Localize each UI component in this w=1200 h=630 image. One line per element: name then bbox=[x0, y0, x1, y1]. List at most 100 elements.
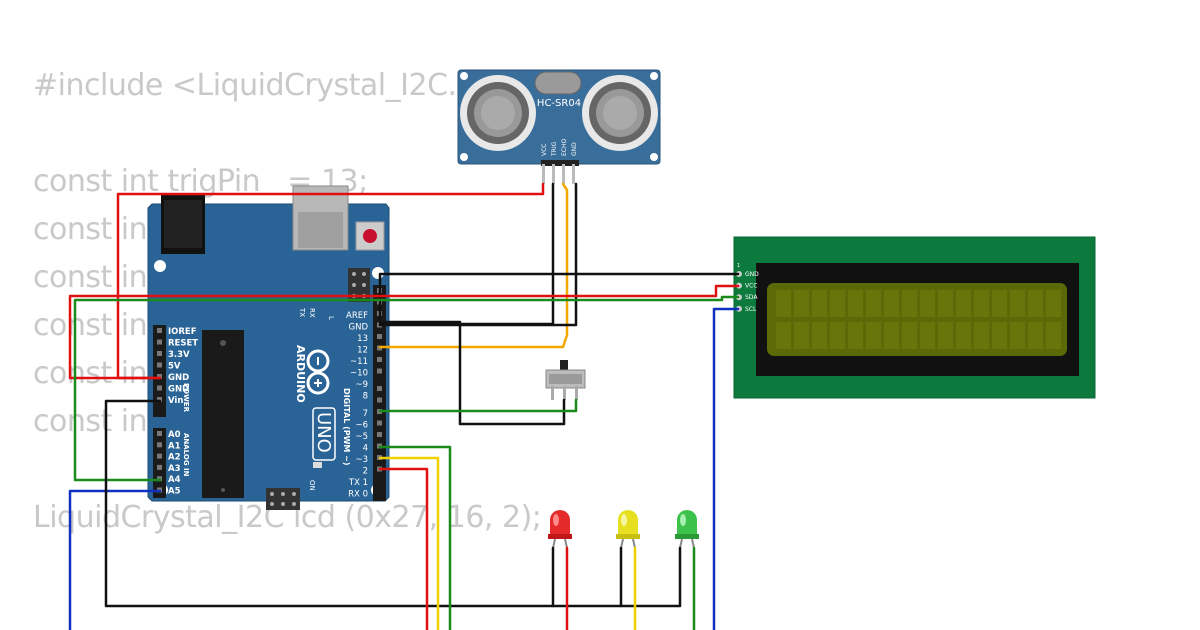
analog-pin-socket[interactable] bbox=[157, 442, 162, 448]
analog-pin-socket[interactable] bbox=[157, 431, 162, 436]
sensor-pin-trig: TRIG bbox=[551, 141, 558, 157]
lcd-char-cell bbox=[812, 322, 827, 349]
code-line-6: const in bbox=[33, 356, 148, 391]
reset-button[interactable] bbox=[363, 229, 377, 243]
digital-pin-label: ~11 bbox=[350, 357, 368, 367]
power-pin-label: IOREF bbox=[168, 327, 197, 337]
digital-pin-socket[interactable] bbox=[377, 357, 382, 362]
power-pin-label: GND bbox=[168, 373, 189, 383]
power-pin-label: Vin bbox=[168, 396, 183, 406]
lcd-char-cell bbox=[956, 322, 971, 349]
led-yellow[interactable] bbox=[616, 510, 640, 549]
power-pin-socket[interactable] bbox=[157, 362, 162, 368]
lcd-char-cell bbox=[884, 322, 899, 349]
digital-pin-label: AREF bbox=[346, 311, 368, 321]
digital-pin-label: 4 bbox=[363, 444, 368, 454]
code-line-5: const in bbox=[33, 308, 148, 343]
power-pin-socket[interactable] bbox=[157, 385, 162, 391]
code-line-8: LiquidCrystal_I2C lcd (0x27, 16, 2); bbox=[33, 500, 542, 535]
digital-pin-socket[interactable] bbox=[377, 386, 382, 391]
wire-switch-pin7[interactable] bbox=[378, 398, 578, 413]
wire-led-ground-green[interactable] bbox=[619, 546, 682, 608]
analog-pin-socket[interactable] bbox=[157, 464, 162, 470]
digital-pin-label: 12 bbox=[357, 346, 368, 356]
digital-pin-socket[interactable] bbox=[377, 420, 382, 426]
code-line-4: const in bbox=[33, 260, 148, 295]
wire-lcd-sda[interactable] bbox=[73, 295, 740, 482]
digital-pin-label: ~5 bbox=[355, 432, 368, 442]
wire-lcd-scl[interactable] bbox=[712, 307, 740, 630]
power-pin-socket[interactable] bbox=[157, 328, 162, 333]
digital-pin-socket[interactable] bbox=[377, 368, 382, 374]
digital-pin-label: ~3 bbox=[355, 455, 368, 465]
lcd-char-cell bbox=[1028, 290, 1043, 317]
analog-pin-socket[interactable] bbox=[157, 453, 162, 459]
slide-switch[interactable] bbox=[545, 360, 586, 400]
digital-pin-label: RX 0 bbox=[348, 490, 368, 500]
power-pin-label: RESET bbox=[168, 339, 198, 349]
wire-lcd-vcc[interactable] bbox=[68, 284, 740, 380]
lcd-char-cell bbox=[1010, 322, 1025, 349]
lcd-char-cell bbox=[830, 290, 845, 317]
analog-pin-label: A1 bbox=[168, 441, 181, 451]
power-pin-label: 5V bbox=[168, 362, 181, 372]
lcd-char-cell bbox=[902, 290, 917, 317]
digital-pin-socket[interactable] bbox=[377, 334, 382, 339]
power-pin-label: GND bbox=[168, 385, 189, 395]
lcd-char-cell bbox=[1046, 290, 1061, 317]
l-led-label: L bbox=[327, 316, 335, 320]
analog-section-label: ANALOG IN bbox=[182, 433, 190, 477]
arduino-uno-board[interactable]: ARDUINO UNO ON TX RX L POWER ANALOG IN D… bbox=[147, 185, 390, 510]
analog-pin-socket[interactable] bbox=[157, 476, 162, 482]
power-pin-socket[interactable] bbox=[157, 339, 162, 345]
lcd-char-cell bbox=[938, 290, 953, 317]
power-pin-socket[interactable] bbox=[157, 374, 162, 379]
digital-pin-socket[interactable] bbox=[377, 397, 382, 403]
lcd-char-cell bbox=[848, 322, 863, 349]
led-red[interactable] bbox=[548, 510, 572, 549]
lcd-pin-1-label: 1 bbox=[737, 263, 740, 269]
wire-lcd-gnd[interactable] bbox=[378, 272, 740, 426]
power-header bbox=[153, 325, 166, 417]
transducer-left bbox=[460, 75, 536, 151]
digital-pin-label: 13 bbox=[357, 334, 368, 344]
lcd-char-cell bbox=[794, 290, 809, 317]
digital-section-label: DIGITAL (PWM ~) bbox=[342, 388, 351, 466]
lcd-char-cell bbox=[776, 322, 791, 349]
digital-pin-label: 7 bbox=[363, 409, 368, 419]
wire-pin2-red-led[interactable] bbox=[378, 467, 429, 630]
lcd-char-cell bbox=[866, 290, 881, 317]
lcd-char-cell bbox=[992, 322, 1007, 349]
lcd-char-cell bbox=[920, 290, 935, 317]
wire-sensor-trig[interactable] bbox=[378, 182, 555, 326]
lcd-char-cell bbox=[902, 322, 917, 349]
brand-label: ARDUINO bbox=[294, 345, 307, 403]
sensor-label: HC-SR04 bbox=[537, 98, 581, 109]
power-pin-socket[interactable] bbox=[157, 351, 162, 356]
wire-a5-scl[interactable] bbox=[68, 489, 162, 630]
wire-sensor-echo[interactable] bbox=[378, 182, 569, 349]
lcd-char-cell bbox=[812, 290, 827, 317]
lcd-char-cell bbox=[920, 322, 935, 349]
power-section-label: POWER bbox=[182, 383, 190, 413]
lcd-char-cell bbox=[794, 322, 809, 349]
lcd-char-cell bbox=[974, 290, 989, 317]
digital-pin-label: TX 1 bbox=[348, 478, 368, 488]
wire-pin4-green-led[interactable] bbox=[378, 445, 452, 630]
wire-led-ground-yellow[interactable] bbox=[551, 546, 623, 608]
power-pin-label: 3.3V bbox=[168, 350, 190, 360]
ultrasonic-sensor[interactable]: HC-SR04 VCC TRIG ECHO GND bbox=[457, 69, 661, 184]
digital-pin-socket[interactable] bbox=[377, 432, 382, 437]
led-green[interactable] bbox=[675, 510, 699, 549]
on-label: ON bbox=[308, 480, 316, 491]
lcd-pin-label: GND bbox=[745, 271, 759, 278]
lcd-char-cell bbox=[1046, 322, 1061, 349]
wire-sensor-gnd[interactable] bbox=[378, 182, 578, 327]
power-pin-socket[interactable] bbox=[157, 397, 162, 402]
wire-led-ground[interactable] bbox=[104, 399, 555, 608]
transducer-right bbox=[582, 75, 658, 151]
wire-pin3-yellow-led[interactable] bbox=[378, 456, 440, 630]
